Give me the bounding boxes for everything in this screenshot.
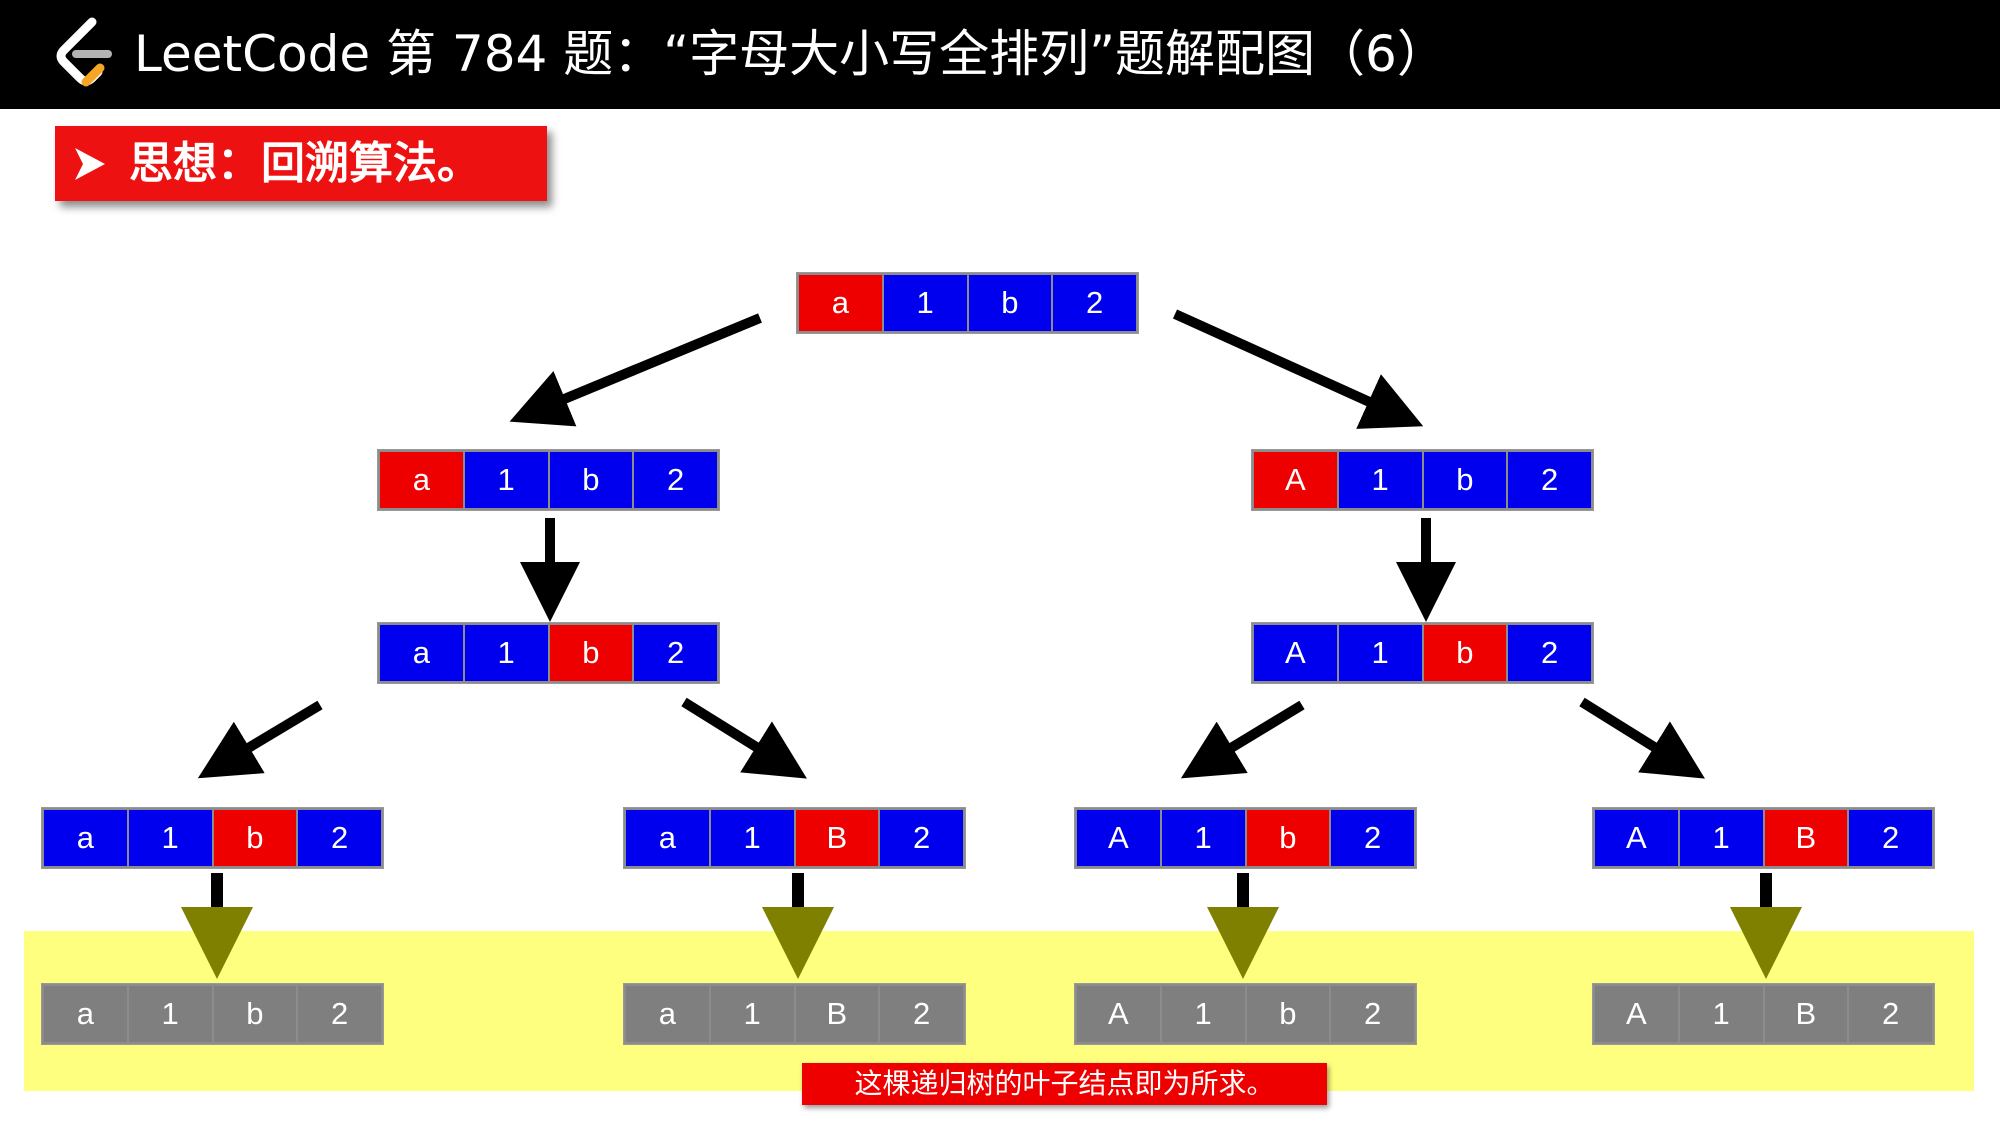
edge-arrow — [1180, 700, 1305, 779]
node-cell: a — [44, 986, 127, 1042]
tree-node: A 1 b 2 — [1075, 808, 1416, 868]
node-cell: 1 — [883, 275, 967, 331]
node-cell: 2 — [298, 986, 381, 1042]
node-cell: 1 — [1679, 810, 1763, 866]
node-cell: 2 — [1331, 986, 1414, 1042]
edge-arrow — [681, 697, 807, 779]
node-cell: B — [795, 986, 879, 1042]
page-title: LeetCode 第 784 题：“字母大小写全排列”题解配图（6） — [134, 25, 1447, 83]
node-cell: A — [1254, 625, 1337, 681]
node-cell: 2 — [1331, 810, 1414, 866]
node-cell: A — [1077, 810, 1160, 866]
node-cell: a — [799, 275, 882, 331]
node-cell: 1 — [1338, 625, 1422, 681]
node-cell: 2 — [880, 810, 963, 866]
node-cell: 1 — [1679, 986, 1763, 1042]
node-cell: b — [1423, 452, 1507, 508]
node-cell: b — [213, 986, 297, 1042]
tree-node: A 1 b 2 — [1252, 623, 1593, 683]
leaf-node: a 1 b 2 — [42, 984, 383, 1044]
edge-arrow — [1172, 309, 1424, 429]
node-cell: 1 — [464, 452, 548, 508]
node-cell: 1 — [710, 810, 794, 866]
node-cell: 1 — [128, 986, 212, 1042]
leaf-node: A 1 B 2 — [1593, 984, 1934, 1044]
caption-text: 这棵递归树的叶子结点即为所求。 — [854, 1067, 1275, 1100]
tree-node: a 1 b 2 — [42, 808, 383, 868]
tree-node: a 1 b 2 — [378, 623, 719, 683]
edge-arrow — [1579, 697, 1705, 779]
node-cell: 1 — [1338, 452, 1422, 508]
leetcode-logo-icon — [56, 17, 112, 87]
node-cell: 2 — [298, 810, 381, 866]
tree-node: a 1 b 2 — [378, 450, 719, 510]
node-cell: A — [1595, 986, 1678, 1042]
node-cell: 1 — [1161, 810, 1245, 866]
node-cell: a — [626, 986, 709, 1042]
node-cell: B — [1764, 986, 1848, 1042]
tree-node: a 1 B 2 — [624, 808, 965, 868]
node-cell: A — [1254, 452, 1337, 508]
node-cell: 2 — [634, 452, 717, 508]
tree-node: A 1 b 2 — [1252, 450, 1593, 510]
node-cell: 2 — [634, 625, 717, 681]
node-cell: 2 — [1849, 810, 1932, 866]
node-cell: a — [380, 625, 463, 681]
header-bar: LeetCode 第 784 题：“字母大小写全排列”题解配图（6） — [0, 0, 2000, 109]
idea-label-text: 思想：回溯算法。 — [129, 138, 481, 189]
idea-label-box: 思想：回溯算法。 — [55, 126, 547, 201]
node-cell: 2 — [1508, 625, 1591, 681]
node-cell: 1 — [128, 810, 212, 866]
arrowhead-right-icon — [75, 148, 105, 180]
node-cell: B — [795, 810, 879, 866]
node-cell: 1 — [1161, 986, 1245, 1042]
node-cell: 2 — [880, 986, 963, 1042]
tree-node: A 1 B 2 — [1593, 808, 1934, 868]
leaf-node: A 1 b 2 — [1075, 984, 1416, 1044]
node-cell: 1 — [464, 625, 548, 681]
node-cell: b — [213, 810, 297, 866]
leaf-node: a 1 B 2 — [624, 984, 965, 1044]
node-cell: a — [380, 452, 463, 508]
node-cell: b — [1246, 810, 1330, 866]
node-cell: b — [1423, 625, 1507, 681]
node-cell: b — [968, 275, 1052, 331]
node-cell: b — [549, 625, 633, 681]
node-cell: b — [549, 452, 633, 508]
edge-arrow — [509, 313, 762, 427]
caption-box: 这棵递归树的叶子结点即为所求。 — [802, 1063, 1327, 1105]
edge-arrow — [197, 700, 323, 779]
node-cell: A — [1595, 810, 1678, 866]
node-cell: B — [1764, 810, 1848, 866]
node-cell: 2 — [1849, 986, 1932, 1042]
node-cell: 2 — [1508, 452, 1591, 508]
node-cell: 2 — [1053, 275, 1136, 331]
node-cell: A — [1077, 986, 1160, 1042]
tree-node-root: a 1 b 2 — [797, 273, 1138, 333]
node-cell: b — [1246, 986, 1330, 1042]
node-cell: a — [44, 810, 127, 866]
node-cell: 1 — [710, 986, 794, 1042]
node-cell: a — [626, 810, 709, 866]
